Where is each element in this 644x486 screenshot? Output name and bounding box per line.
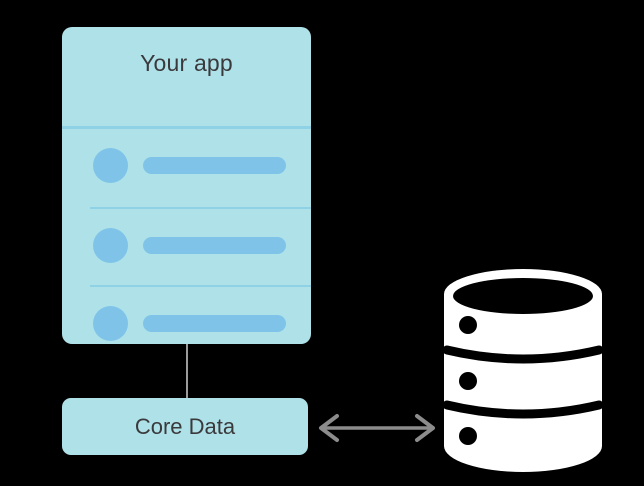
database-dot (459, 372, 477, 390)
list-item[interactable] (62, 207, 311, 285)
core-data-box: Core Data (62, 398, 308, 455)
core-data-label: Core Data (134, 414, 236, 439)
content-bar (143, 157, 286, 174)
row-divider (90, 207, 311, 209)
database-icon (442, 269, 604, 472)
connector-line (186, 344, 188, 398)
avatar (93, 148, 128, 183)
row-divider (90, 285, 311, 287)
header-divider (62, 126, 311, 129)
avatar (93, 306, 128, 341)
avatar (93, 228, 128, 263)
app-card: Your app (62, 27, 311, 344)
content-bar (143, 237, 286, 254)
database-dot (459, 427, 477, 445)
content-bar (143, 315, 286, 332)
database-dot (459, 316, 477, 334)
bidirectional-arrow-icon (319, 414, 435, 442)
list-item[interactable] (62, 285, 311, 363)
app-card-title: Your app (140, 50, 233, 76)
list-item[interactable] (62, 127, 311, 205)
